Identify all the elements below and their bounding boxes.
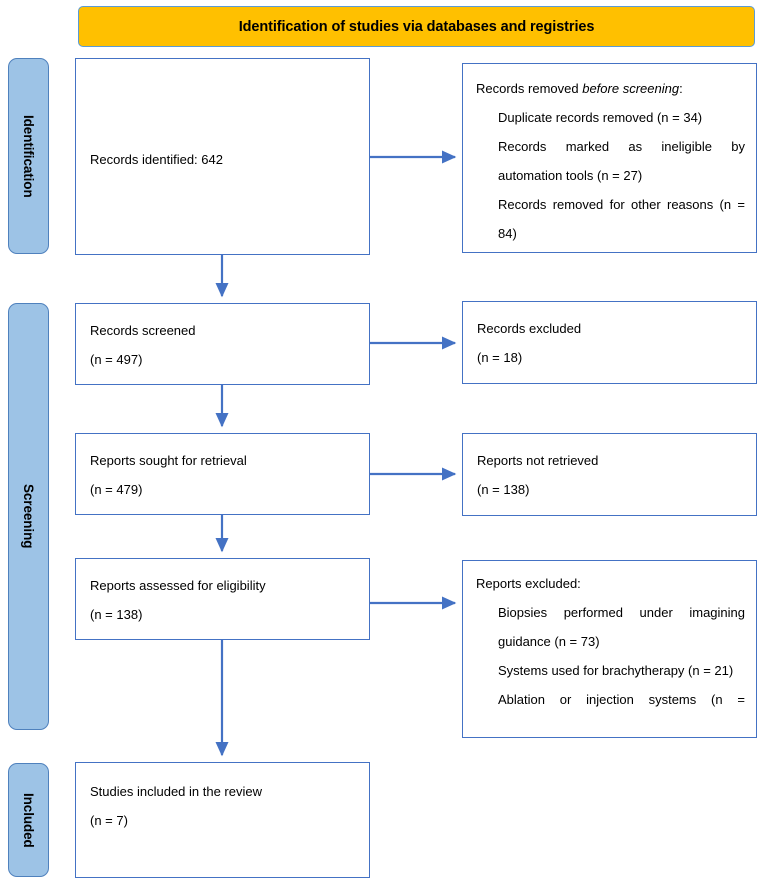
records-screened-label: Records screened	[90, 323, 196, 338]
records-removed-item-3: Records removed for other reasons (n = 8…	[498, 197, 745, 241]
records-removed-heading: Records removed before screening:	[476, 74, 745, 103]
reports-excluded-item-2: Systems used for brachytherapy (n = 21)	[498, 663, 734, 678]
node-reports-sought: Reports sought for retrieval (n = 479)	[75, 433, 370, 515]
records-excluded-label: Records excluded	[477, 321, 582, 336]
stage-bar-screening: Screening	[8, 303, 49, 730]
node-records-identified: Records identified: 642	[75, 58, 370, 255]
node-records-excluded: Records excluded (n = 18)	[462, 301, 757, 384]
stage-bar-identification: Identification	[8, 58, 49, 254]
node-reports-excluded: Reports excluded: Biopsies performed und…	[462, 560, 757, 738]
records-excluded-count: (n = 18)	[477, 350, 523, 365]
stage-label-identification: Identification	[21, 114, 36, 198]
records-removed-item-1: Duplicate records removed (n = 34)	[498, 110, 703, 125]
node-reports-assessed: Reports assessed for eligibility (n = 13…	[75, 558, 370, 640]
stage-bar-included: Included	[8, 763, 49, 877]
node-studies-included: Studies included in the review (n = 7)	[75, 762, 370, 878]
records-removed-heading-italic: before screening	[582, 81, 680, 96]
records-screened-count: (n = 497)	[90, 352, 143, 367]
reports-sought-label: Reports sought for retrieval	[90, 453, 247, 468]
reports-not-retrieved-count: (n = 138)	[477, 482, 530, 497]
reports-excluded-item-3: Ablation or injection systems (n =	[498, 692, 745, 707]
reports-assessed-count: (n = 138)	[90, 607, 143, 622]
stage-label-included: Included	[21, 792, 36, 848]
studies-included-count: (n = 7)	[90, 813, 128, 828]
diagram-title-text: Identification of studies via databases …	[238, 18, 595, 35]
reports-excluded-heading: Reports excluded:	[476, 576, 581, 591]
stage-label-screening: Screening	[21, 484, 36, 549]
node-records-screened: Records screened (n = 497)	[75, 303, 370, 385]
reports-not-retrieved-label: Reports not retrieved	[477, 453, 599, 468]
reports-assessed-label: Reports assessed for eligibility	[90, 578, 266, 593]
studies-included-label: Studies included in the review	[90, 784, 262, 799]
node-records-removed: Records removed before screening: Duplic…	[462, 63, 757, 253]
records-removed-item-2: Records marked as ineligible by automati…	[498, 139, 745, 183]
records-removed-heading-suffix: :	[679, 81, 683, 96]
records-removed-heading-prefix: Records removed	[476, 81, 583, 96]
node-reports-not-retrieved: Reports not retrieved (n = 138)	[462, 433, 757, 516]
records-identified-line: Records identified: 642	[90, 152, 223, 167]
diagram-title-banner: Identification of studies via databases …	[78, 6, 755, 47]
reports-excluded-item-1: Biopsies performed under imagining guida…	[498, 605, 745, 649]
reports-sought-count: (n = 479)	[90, 482, 143, 497]
